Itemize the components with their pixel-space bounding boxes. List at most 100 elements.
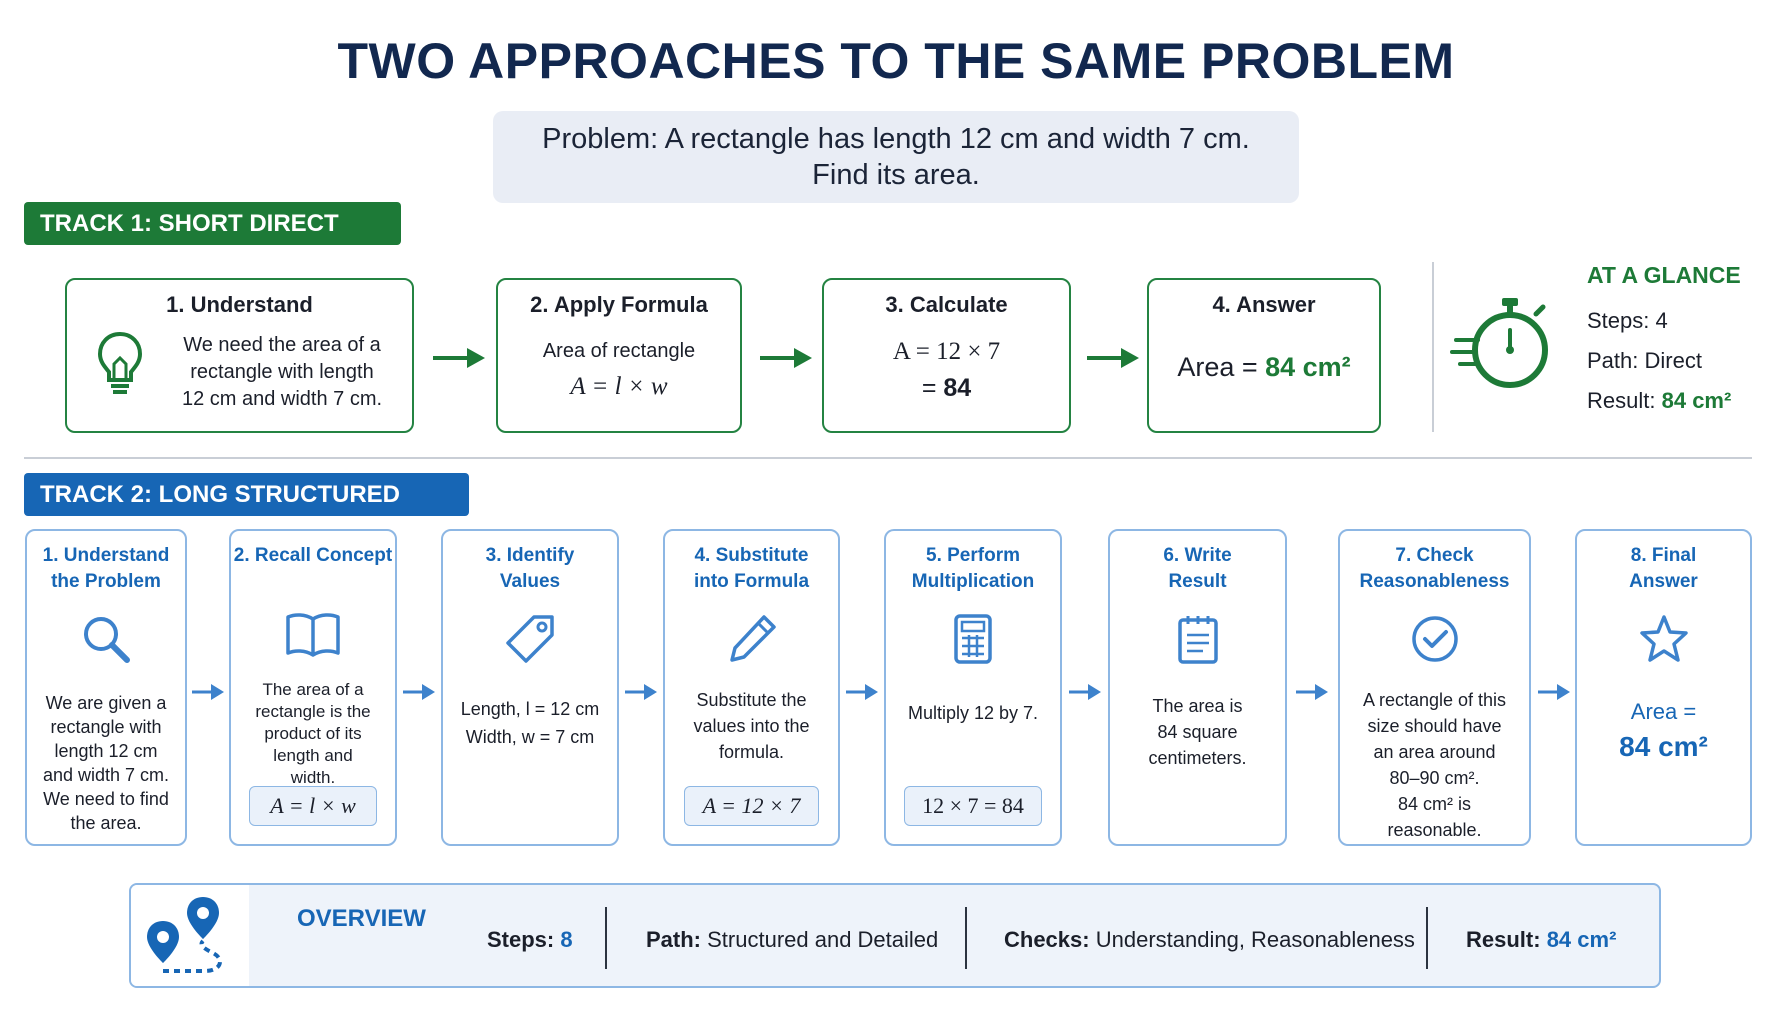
step-title: 1. Understand the Problem bbox=[27, 543, 185, 595]
overview-path-label: Path: bbox=[646, 927, 701, 952]
title-line: the Problem bbox=[51, 571, 161, 592]
overview-divider bbox=[605, 907, 607, 969]
track1-step-calculate: 3. Calculate A = 12 × 7 = 84 bbox=[822, 278, 1071, 433]
checkmark-circle-icon bbox=[1411, 616, 1458, 662]
title-line: 7. Check bbox=[1395, 545, 1474, 566]
track1-step-title: 4. Answer bbox=[1212, 292, 1316, 317]
step-title: 2. Recall Concept bbox=[231, 543, 395, 569]
track-divider bbox=[24, 457, 1752, 459]
overview-checks-value: Understanding, Reasonableness bbox=[1095, 927, 1415, 952]
step-description: Area of rectangle bbox=[542, 340, 696, 362]
text-line: The area is bbox=[1152, 696, 1243, 716]
arrow-right-icon bbox=[192, 684, 224, 700]
notepad-icon bbox=[1177, 616, 1218, 664]
track1-step-title: 1. Understand bbox=[166, 292, 313, 317]
overview-result-label: Result: bbox=[1466, 927, 1541, 952]
star-icon bbox=[1639, 615, 1688, 662]
arrow-right-icon bbox=[1087, 348, 1139, 368]
overview-bar: OVERVIEW Steps: 8 Path: Structured and D… bbox=[129, 883, 1661, 988]
title-line: Values bbox=[499, 571, 561, 592]
pencil-icon bbox=[729, 615, 776, 662]
overview-icon-panel bbox=[131, 885, 249, 986]
tag-icon bbox=[506, 615, 554, 663]
answer-value: 84 cm² bbox=[1265, 352, 1351, 382]
text-line: rectangle with bbox=[50, 717, 162, 737]
text-line: centimeters. bbox=[1148, 748, 1247, 768]
text-line: 80–90 cm². bbox=[1389, 768, 1480, 788]
text-line: formula. bbox=[718, 742, 785, 762]
step-title: 4. Substitute into Formula bbox=[665, 543, 838, 595]
step-description: We need the area of a rectangle with len… bbox=[167, 332, 397, 413]
lightbulb-icon bbox=[97, 331, 143, 394]
text-line: Length, l = 12 cm bbox=[460, 699, 600, 719]
problem-statement: Problem: A rectangle has length 12 cm an… bbox=[493, 111, 1299, 203]
track2-step-recall-concept: 2. Recall Concept The area of a rectangl… bbox=[229, 529, 397, 846]
overview-checks-label: Checks: bbox=[1004, 927, 1090, 952]
book-icon bbox=[286, 613, 340, 657]
text-line: length 12 cm bbox=[54, 741, 158, 761]
formula-box: A = 12 × 7 bbox=[684, 786, 819, 826]
overview-steps: Steps: 8 bbox=[487, 927, 573, 953]
text-line: size should have bbox=[1367, 716, 1502, 736]
text-line: product of its bbox=[264, 724, 362, 743]
text-line: values into the bbox=[693, 716, 810, 736]
formula-box: 12 × 7 = 84 bbox=[904, 786, 1042, 826]
route-pins-icon bbox=[147, 897, 222, 973]
step-description: Multiply 12 by 7. bbox=[907, 703, 1039, 723]
glance-steps-value: 4 bbox=[1655, 308, 1668, 333]
text-line: We need the area of a bbox=[183, 334, 381, 356]
answer-prefix: Area = bbox=[1177, 352, 1266, 382]
title-line: 2. Recall Concept bbox=[233, 545, 393, 566]
track1-step-title: 3. Calculate bbox=[885, 292, 1008, 317]
magnifier-icon bbox=[84, 617, 130, 663]
text-line: reasonable. bbox=[1387, 820, 1482, 840]
text-line: A rectangle of this bbox=[1362, 690, 1507, 710]
text-line: the area. bbox=[70, 813, 142, 833]
step-description: A rectangle of this size should have an … bbox=[1340, 687, 1529, 843]
step-description: The area of a rectangle is the product o… bbox=[231, 679, 395, 789]
overview-divider bbox=[965, 907, 967, 969]
arrow-right-icon bbox=[625, 684, 657, 700]
track1-step-apply-formula: 2. Apply Formula Area of rectangle A = l… bbox=[496, 278, 742, 433]
glance-result: Result: 84 cm² bbox=[1587, 388, 1731, 414]
formula: A = l × w bbox=[570, 373, 668, 400]
answer-value: 84 cm² bbox=[1619, 731, 1708, 762]
text-line: The area of a bbox=[262, 680, 364, 699]
title-line: 1. Understand bbox=[42, 545, 170, 566]
title-line: 8. Final bbox=[1630, 545, 1697, 566]
answer-prefix: Area = bbox=[1630, 699, 1697, 724]
answer: Area = 84 cm² bbox=[1149, 352, 1379, 383]
overview-path: Path: Structured and Detailed bbox=[646, 927, 938, 953]
calc-result: = 84 bbox=[824, 374, 1069, 403]
title-line: Answer bbox=[1629, 571, 1698, 592]
arrow-right-icon bbox=[403, 684, 435, 700]
step-description: Length, l = 12 cm Width, w = 7 cm bbox=[443, 697, 617, 749]
track1-step-title: 2. Apply Formula bbox=[530, 292, 708, 317]
glance-steps: Steps: 4 bbox=[1587, 308, 1668, 334]
title-line: into Formula bbox=[693, 571, 810, 592]
title-line: 4. Substitute bbox=[694, 545, 809, 566]
overview-steps-value: 8 bbox=[560, 927, 573, 952]
overview-steps-label: Steps: bbox=[487, 927, 555, 952]
title-line: 5. Perform bbox=[926, 545, 1020, 566]
overview-divider bbox=[1426, 907, 1428, 969]
glance-steps-label: Steps: bbox=[1587, 308, 1650, 333]
glance-title: AT A GLANCE bbox=[1587, 262, 1741, 288]
stopwatch-icon bbox=[1450, 298, 1548, 388]
title-line: Result bbox=[1168, 571, 1227, 592]
title-line: Reasonableness bbox=[1359, 571, 1510, 592]
arrow-right-icon bbox=[760, 348, 812, 368]
text-line: rectangle is the bbox=[255, 702, 371, 721]
arrow-right-icon bbox=[1296, 684, 1328, 700]
